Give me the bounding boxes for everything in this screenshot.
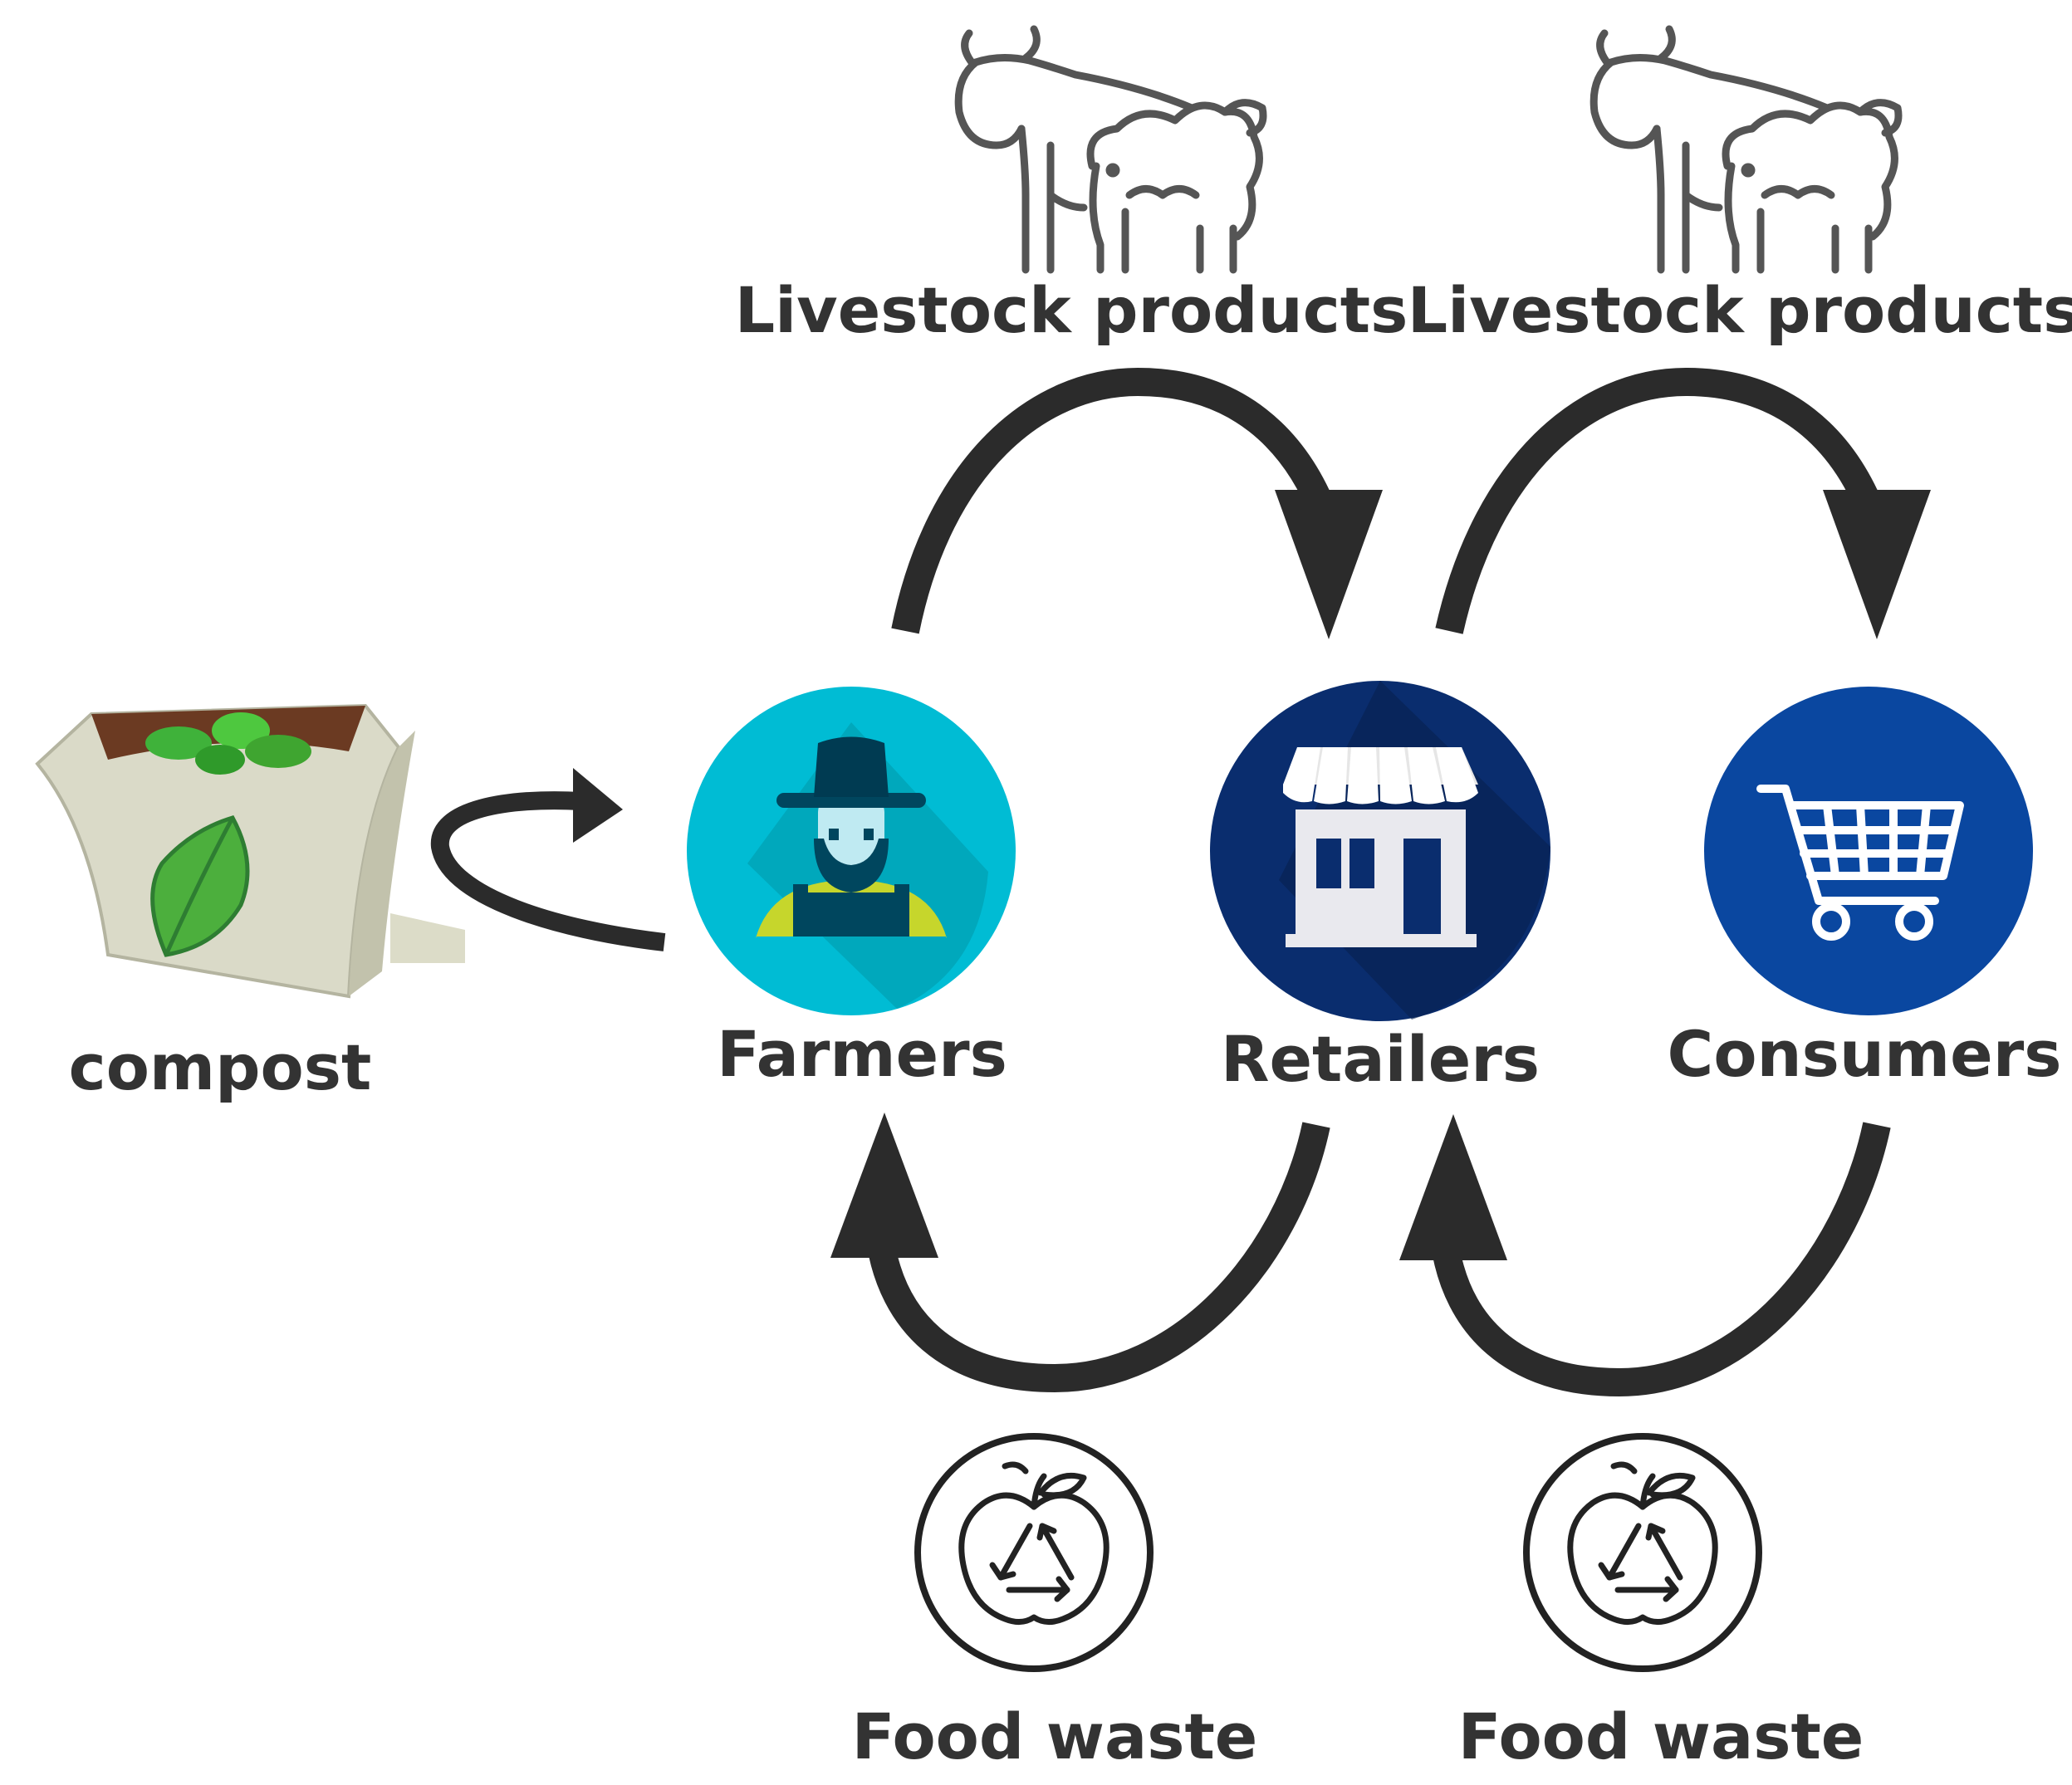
food-waste-label-right: Food waste	[1458, 1699, 1864, 1773]
cow-sheep-icon	[1594, 29, 1898, 270]
livestock-products-label-left: Livestock products	[735, 273, 1408, 347]
cow-sheep-icon	[958, 29, 1263, 270]
store-icon	[1210, 681, 1550, 1021]
apple-recycle-icon	[1526, 1436, 1759, 1669]
retailers-label: Retailers	[1221, 1022, 1540, 1096]
compost-bag-icon	[35, 703, 465, 999]
arrow-farmers-to-retailers	[891, 367, 1383, 639]
arrow-consumers-to-retailers	[1399, 1114, 1891, 1397]
arrow-farmers-to-compost	[430, 768, 666, 951]
compost-label: compost	[69, 1030, 372, 1104]
farmers-label: Farmers	[717, 1017, 1007, 1091]
arrow-retailers-to-consumers	[1435, 367, 1931, 639]
consumers-label: Consumers	[1668, 1017, 2062, 1091]
farmer-icon	[687, 687, 1016, 1015]
arrow-retailers-to-farmers	[830, 1113, 1330, 1393]
shopping-cart-icon	[1704, 687, 2033, 1015]
livestock-products-label-right: Livestock products	[1408, 273, 2072, 347]
apple-recycle-icon	[918, 1436, 1150, 1669]
food-waste-label-left: Food waste	[852, 1699, 1258, 1773]
